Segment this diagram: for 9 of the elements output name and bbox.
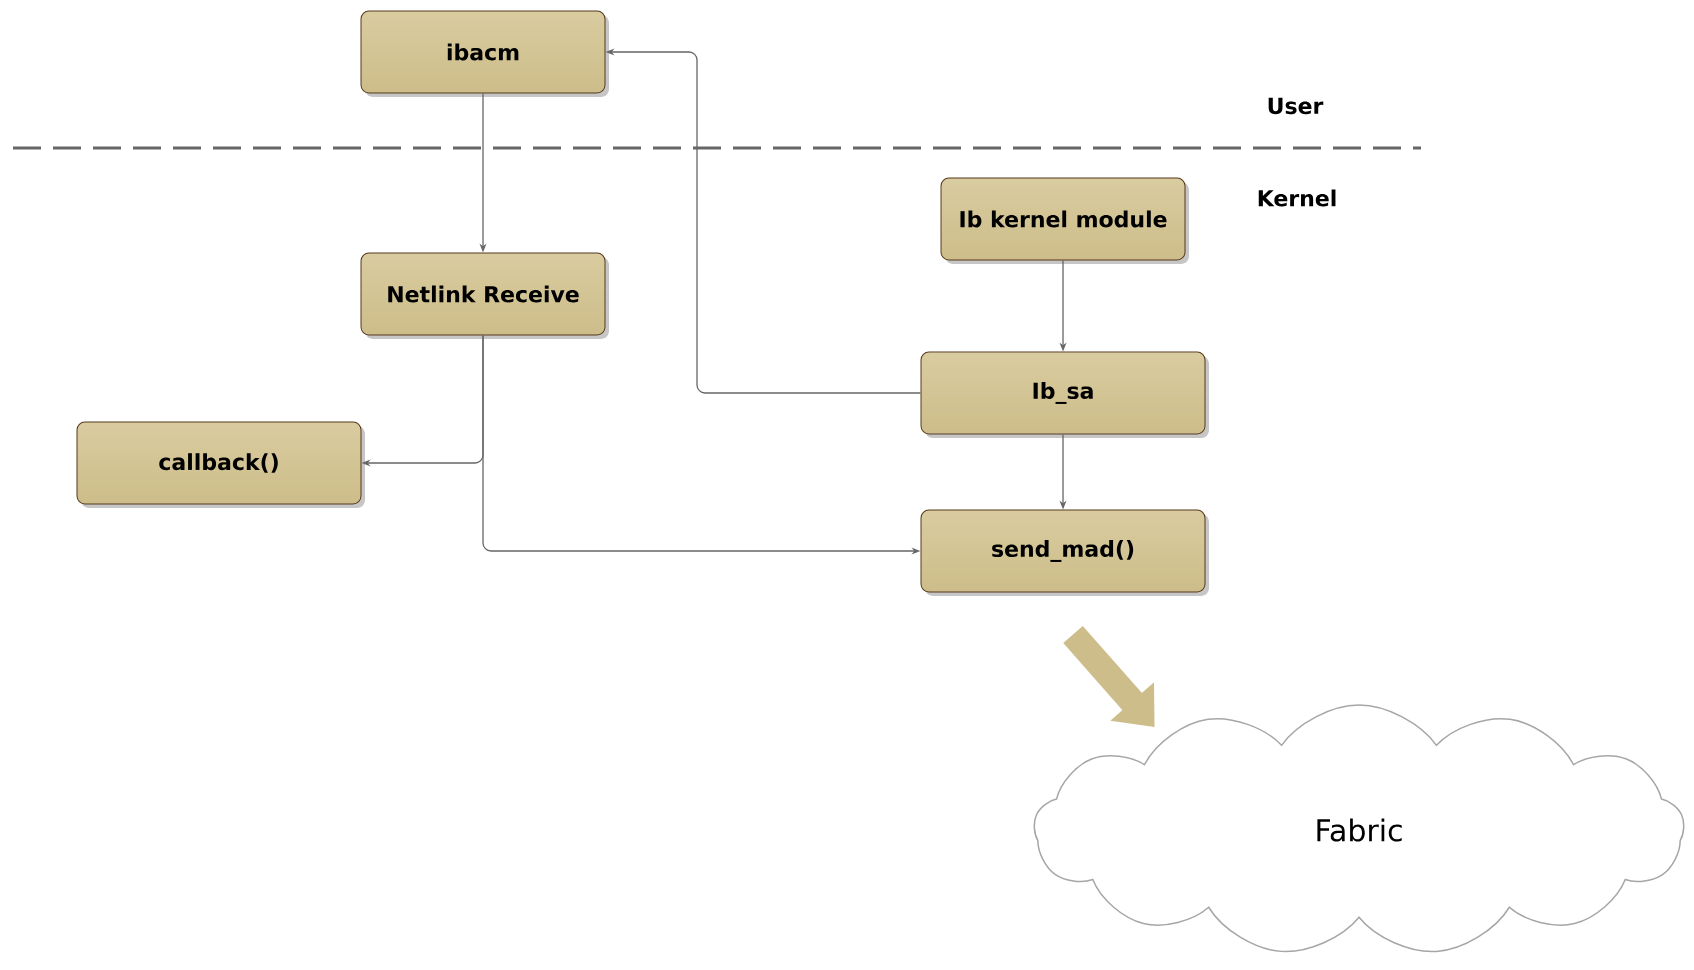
block-arrow: [1063, 625, 1155, 727]
process-box: Netlink Receive: [360, 252, 609, 339]
process-box: callback(): [76, 421, 365, 508]
process-box: send_mad(): [920, 509, 1209, 596]
process-box: Ib kernel module: [940, 177, 1189, 264]
layer-label: User: [1268, 97, 1324, 115]
process-box: ibacm: [360, 10, 609, 97]
layer-label: Kernel: [1258, 189, 1336, 207]
process-box: Ib_sa: [920, 351, 1209, 438]
